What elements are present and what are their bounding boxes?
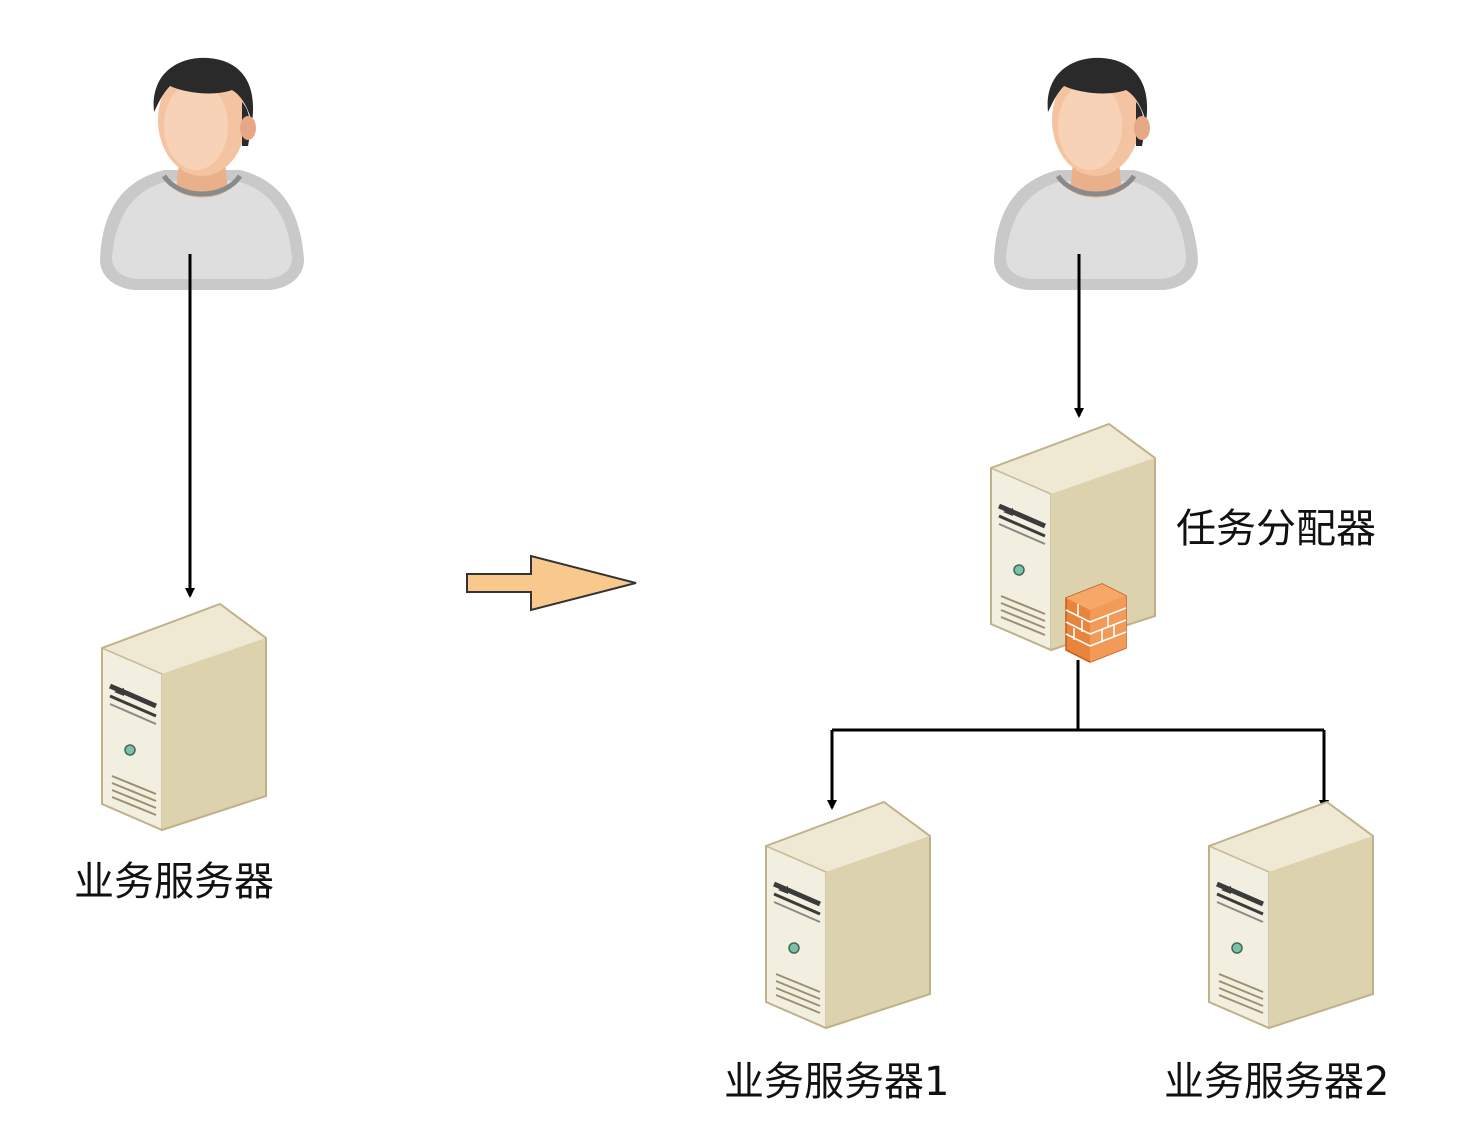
right-arrow-icon xyxy=(466,554,637,612)
server2-label: 业务服务器2 xyxy=(1164,1059,1390,1105)
user-icon xyxy=(994,58,1198,290)
business-server-2-icon xyxy=(1209,802,1373,1028)
server1-label: 业务服务器1 xyxy=(724,1059,950,1105)
business-server-1-icon xyxy=(766,802,930,1028)
firewall-icon xyxy=(1065,583,1127,663)
server-icon xyxy=(102,604,266,830)
user-icon xyxy=(100,58,304,290)
server-label: 业务服务器 xyxy=(74,859,274,905)
dispatch-connector xyxy=(827,660,1329,810)
dispatcher-label: 任务分配器 xyxy=(1176,506,1376,552)
